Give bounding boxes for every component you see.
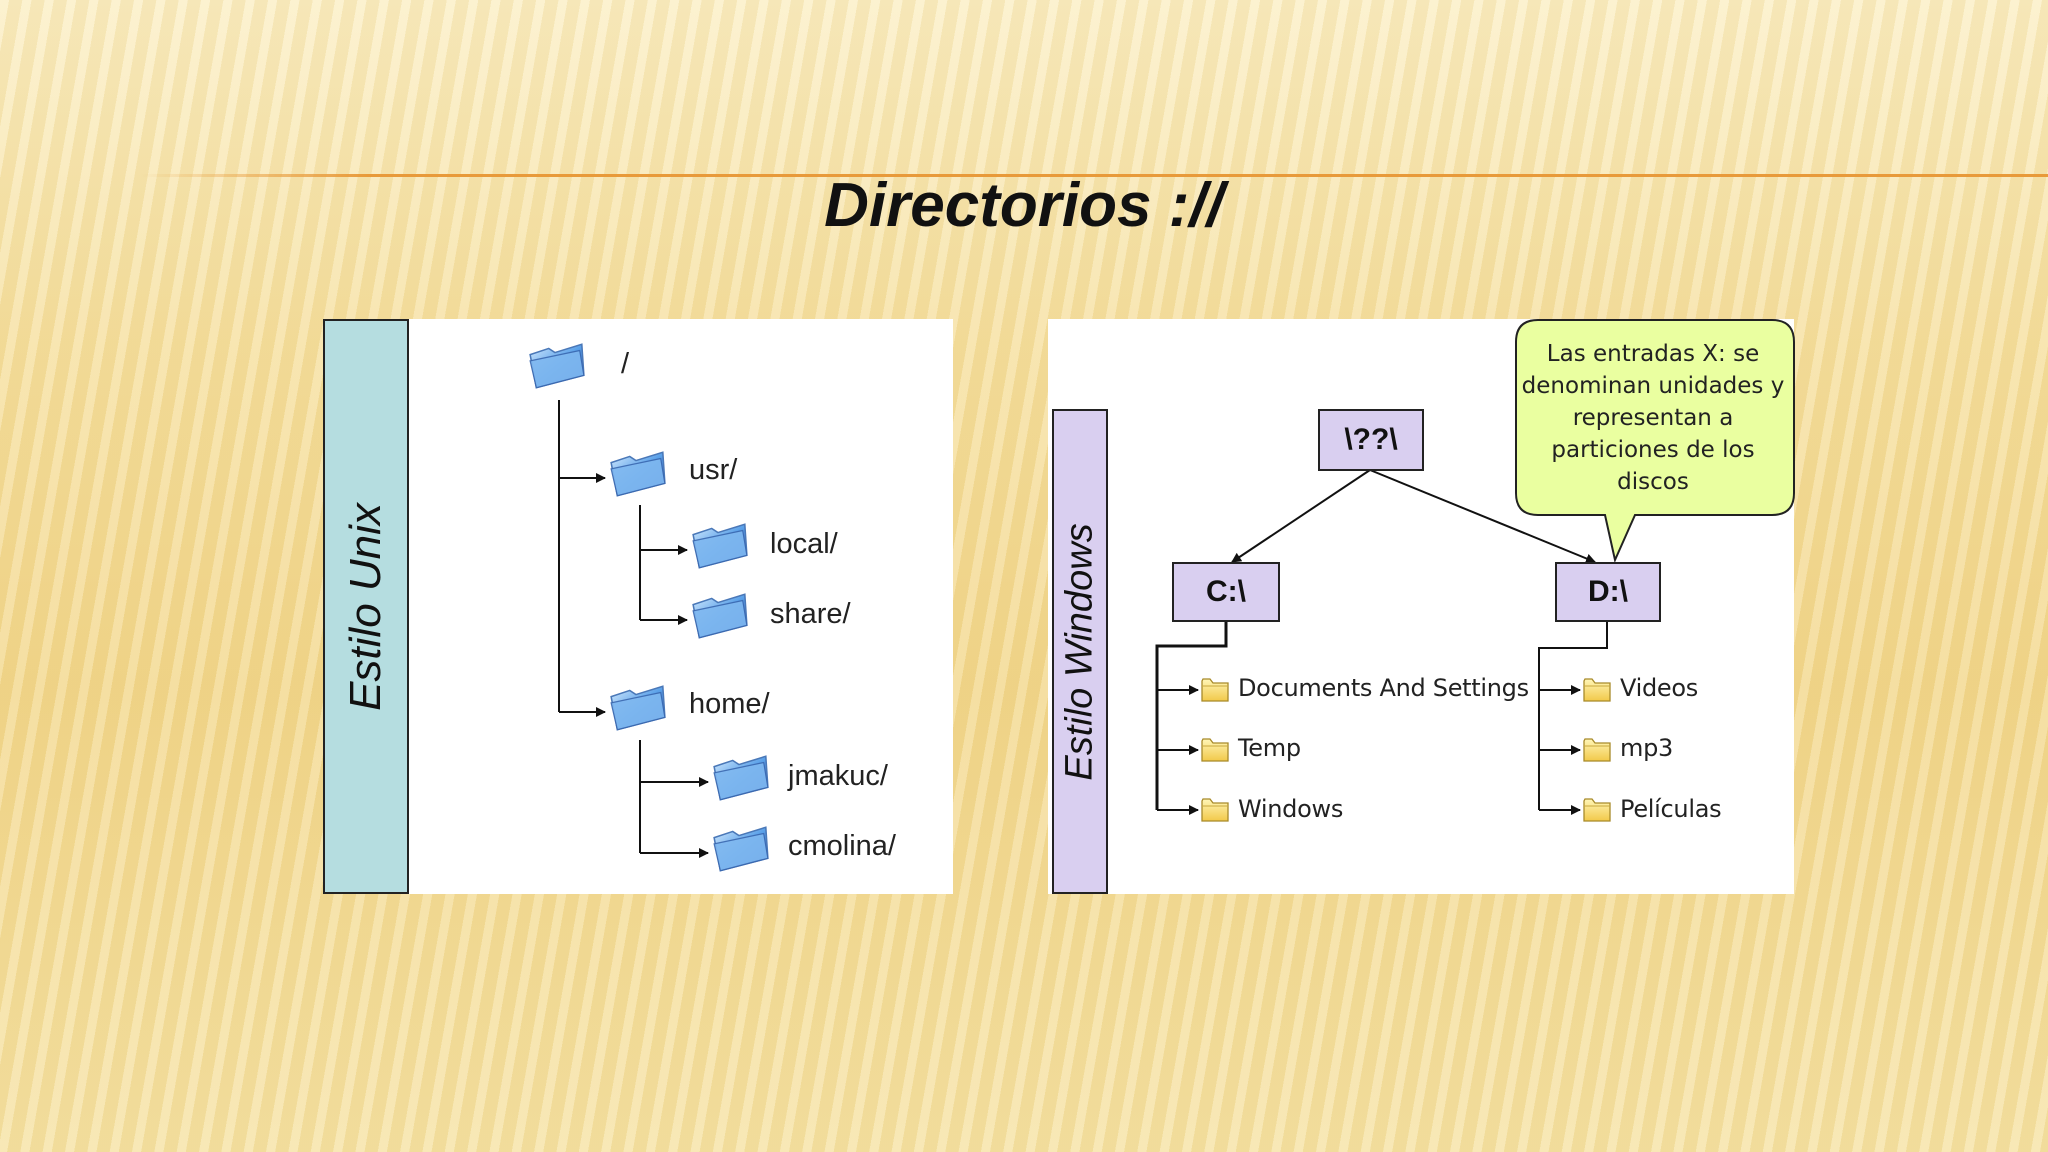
tree-node-label: home/ (689, 688, 770, 720)
folder-documents-and-settings: Documents And Settings (1226, 674, 1529, 702)
unix-style-label-box: Estilo Unix (323, 319, 409, 894)
folder-label: Documents And Settings (1238, 674, 1529, 702)
slide-title: Directorios :// (824, 171, 1224, 240)
folder-windows: Windows (1226, 795, 1343, 823)
folder-icon (692, 593, 748, 639)
folder-icon (610, 685, 666, 731)
folder-label: mp3 (1620, 734, 1673, 762)
folder-mp3: mp3 (1608, 734, 1673, 762)
folder-icon (1201, 678, 1229, 702)
folder-icon (692, 523, 748, 569)
root-node: \??\ (1318, 409, 1424, 471)
folder-label: Temp (1238, 734, 1301, 762)
tree-node-local: local/ (752, 528, 838, 561)
tree-node-label: local/ (770, 528, 838, 560)
title-underline (140, 174, 2048, 177)
tree-node-label: / (621, 348, 630, 380)
tree-node-root: / (603, 348, 629, 381)
callout-text: Las entradas X: se denominan unidades y … (1521, 341, 1785, 495)
folder-label: Videos (1620, 674, 1698, 702)
folder-icon (529, 343, 585, 389)
windows-tree-lines (1155, 469, 1608, 815)
folder-temp: Temp (1226, 734, 1301, 762)
tree-node-share: share/ (752, 598, 851, 631)
folder-icon (610, 451, 666, 497)
folder-label: Películas (1620, 795, 1722, 823)
tree-node-cmolina: cmolina/ (770, 830, 896, 863)
folder-icon (1201, 738, 1229, 762)
folder-label: Windows (1238, 795, 1344, 823)
tree-node-home: home/ (671, 688, 770, 721)
folder-icon (1583, 798, 1611, 822)
tree-node-label: share/ (770, 598, 851, 630)
folder-icon (1583, 738, 1611, 762)
tree-node-label: usr/ (689, 454, 738, 486)
folder-icon (1583, 678, 1611, 702)
tree-node-label: cmolina/ (788, 830, 896, 862)
callout-bubble (1515, 319, 1795, 564)
folder-icon (713, 755, 769, 801)
folder-icon (1201, 798, 1229, 822)
tree-node-usr: usr/ (671, 454, 737, 487)
drive-d: D:\ (1555, 562, 1661, 622)
tree-node-jmakuc: jmakuc/ (770, 760, 888, 793)
folder-peliculas: Películas (1608, 795, 1722, 823)
windows-style-label-box: Estilo Windows (1052, 409, 1108, 894)
folder-icon (713, 826, 769, 872)
tree-node-label: jmakuc/ (788, 760, 888, 792)
unix-panel: Estilo Unix (323, 319, 953, 894)
drive-c: C:\ (1172, 562, 1280, 622)
unix-tree-lines (558, 400, 709, 858)
folder-videos: Videos (1608, 674, 1698, 702)
